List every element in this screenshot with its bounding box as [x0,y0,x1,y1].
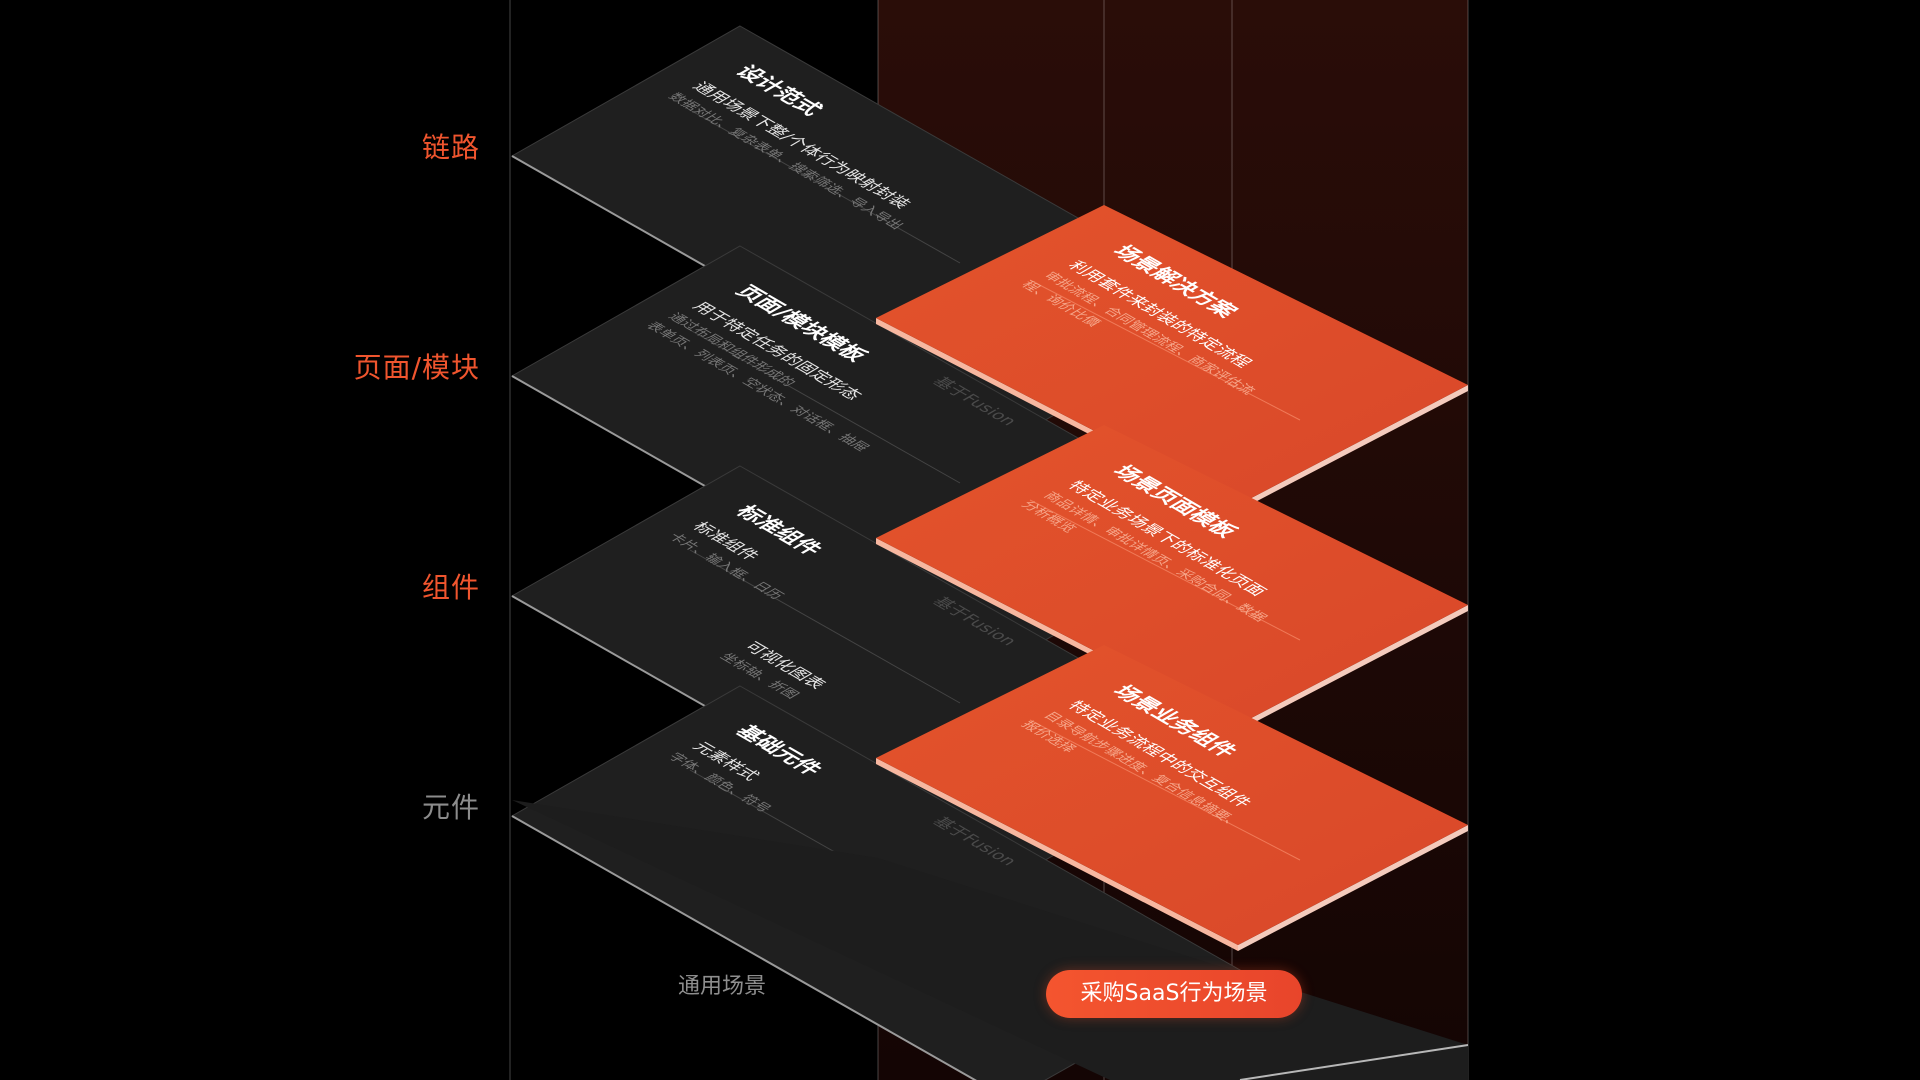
floor-edge [1239,1044,1469,1080]
scene-panel [876,205,1468,505]
scene-panel-edge [876,758,1238,951]
scene-panel [876,645,1468,945]
panel-divider [1029,279,1301,421]
panel-divider [689,549,961,704]
scene-panel-edge [1238,385,1468,511]
panel-edge [511,815,977,1080]
panel-divider [1029,719,1301,861]
row-label-element: 元件 [421,791,480,824]
panel-divider [689,109,961,264]
scene-panel-edge [1238,825,1468,951]
row-label-page-module: 页面/模块 [353,351,480,384]
general-scene-label: 通用场景 [678,974,767,999]
scene-panel [876,425,1468,725]
panel-divider [1029,499,1301,641]
scene-layer-0: 场景解决方案利用套件来封装的特定流程审批流程、合同管理流程、商家评估流程、询价比… [876,205,1468,511]
row-label-component: 组件 [421,571,480,604]
row-label-link: 链路 [421,131,480,164]
panel-divider [689,329,961,484]
scene-panel-edge [1238,605,1468,731]
saas-scene-badge: 采购SaaS行为场景 [1046,970,1302,1018]
